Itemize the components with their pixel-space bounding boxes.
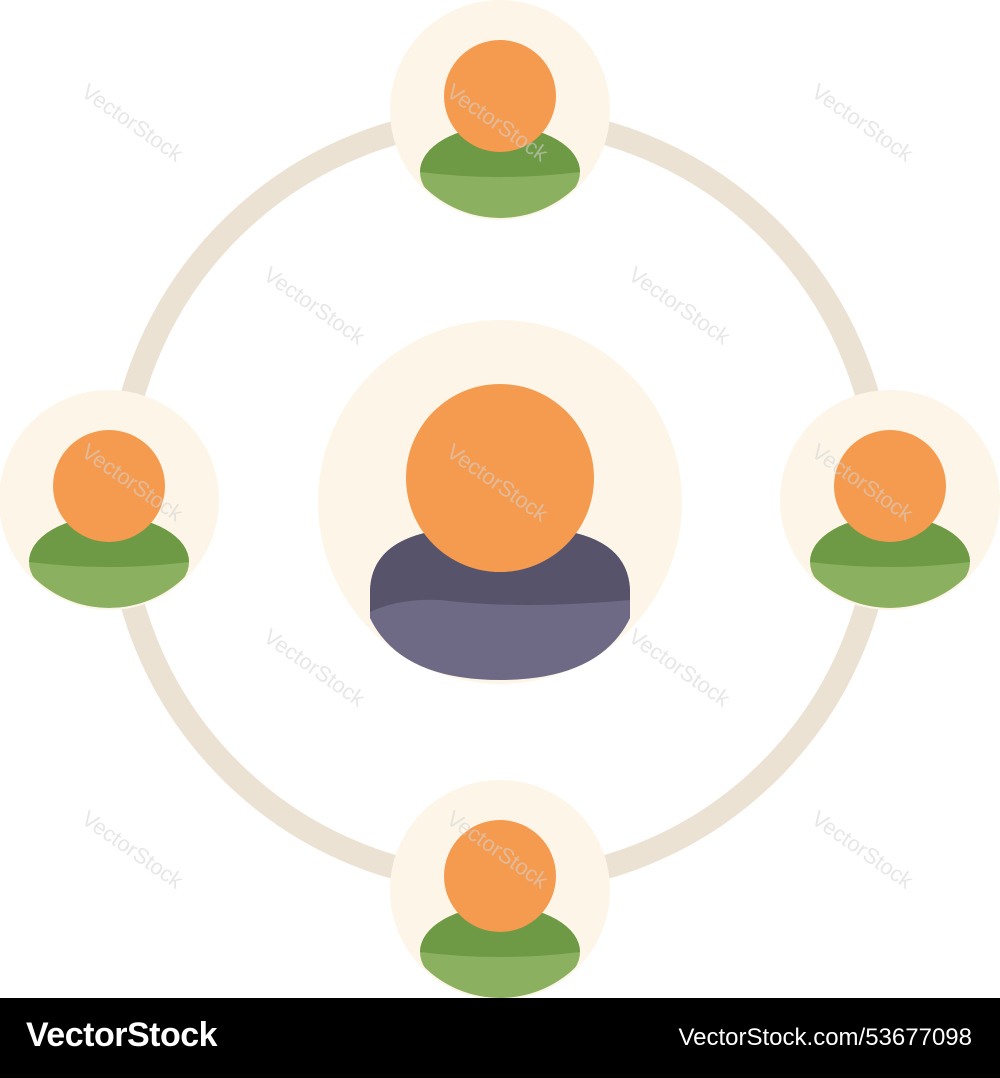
peer-avatar-top xyxy=(390,0,610,220)
team-network-illustration: VectorStock VectorStock VectorStock Vect… xyxy=(0,0,1000,998)
peer-head xyxy=(444,40,556,152)
peer-avatar-right xyxy=(780,390,1000,610)
peer-head xyxy=(444,820,556,932)
watermark-text: VectorStock xyxy=(259,262,370,350)
watermark-text: VectorStock xyxy=(807,79,918,167)
watermark-text: VectorStock xyxy=(77,79,188,167)
watermark-text: VectorStock xyxy=(807,806,918,894)
peer-avatar-bottom xyxy=(390,780,610,998)
peer-head xyxy=(53,430,165,542)
watermark-text: VectorStock xyxy=(77,806,188,894)
footer-bar: VectorStock VectorStock.com/53677098 xyxy=(0,998,1000,1078)
watermark-text: VectorStock xyxy=(624,624,735,712)
peer-avatar-left xyxy=(0,390,219,610)
center-avatar xyxy=(318,320,682,684)
watermark-text: VectorStock xyxy=(259,624,370,712)
center-head xyxy=(406,384,594,572)
brand-logo[interactable]: VectorStock xyxy=(26,1016,218,1054)
image-id-label: VectorStock.com/53677098 xyxy=(678,1024,972,1051)
peer-head xyxy=(834,430,946,542)
watermark-text: VectorStock xyxy=(624,262,735,350)
